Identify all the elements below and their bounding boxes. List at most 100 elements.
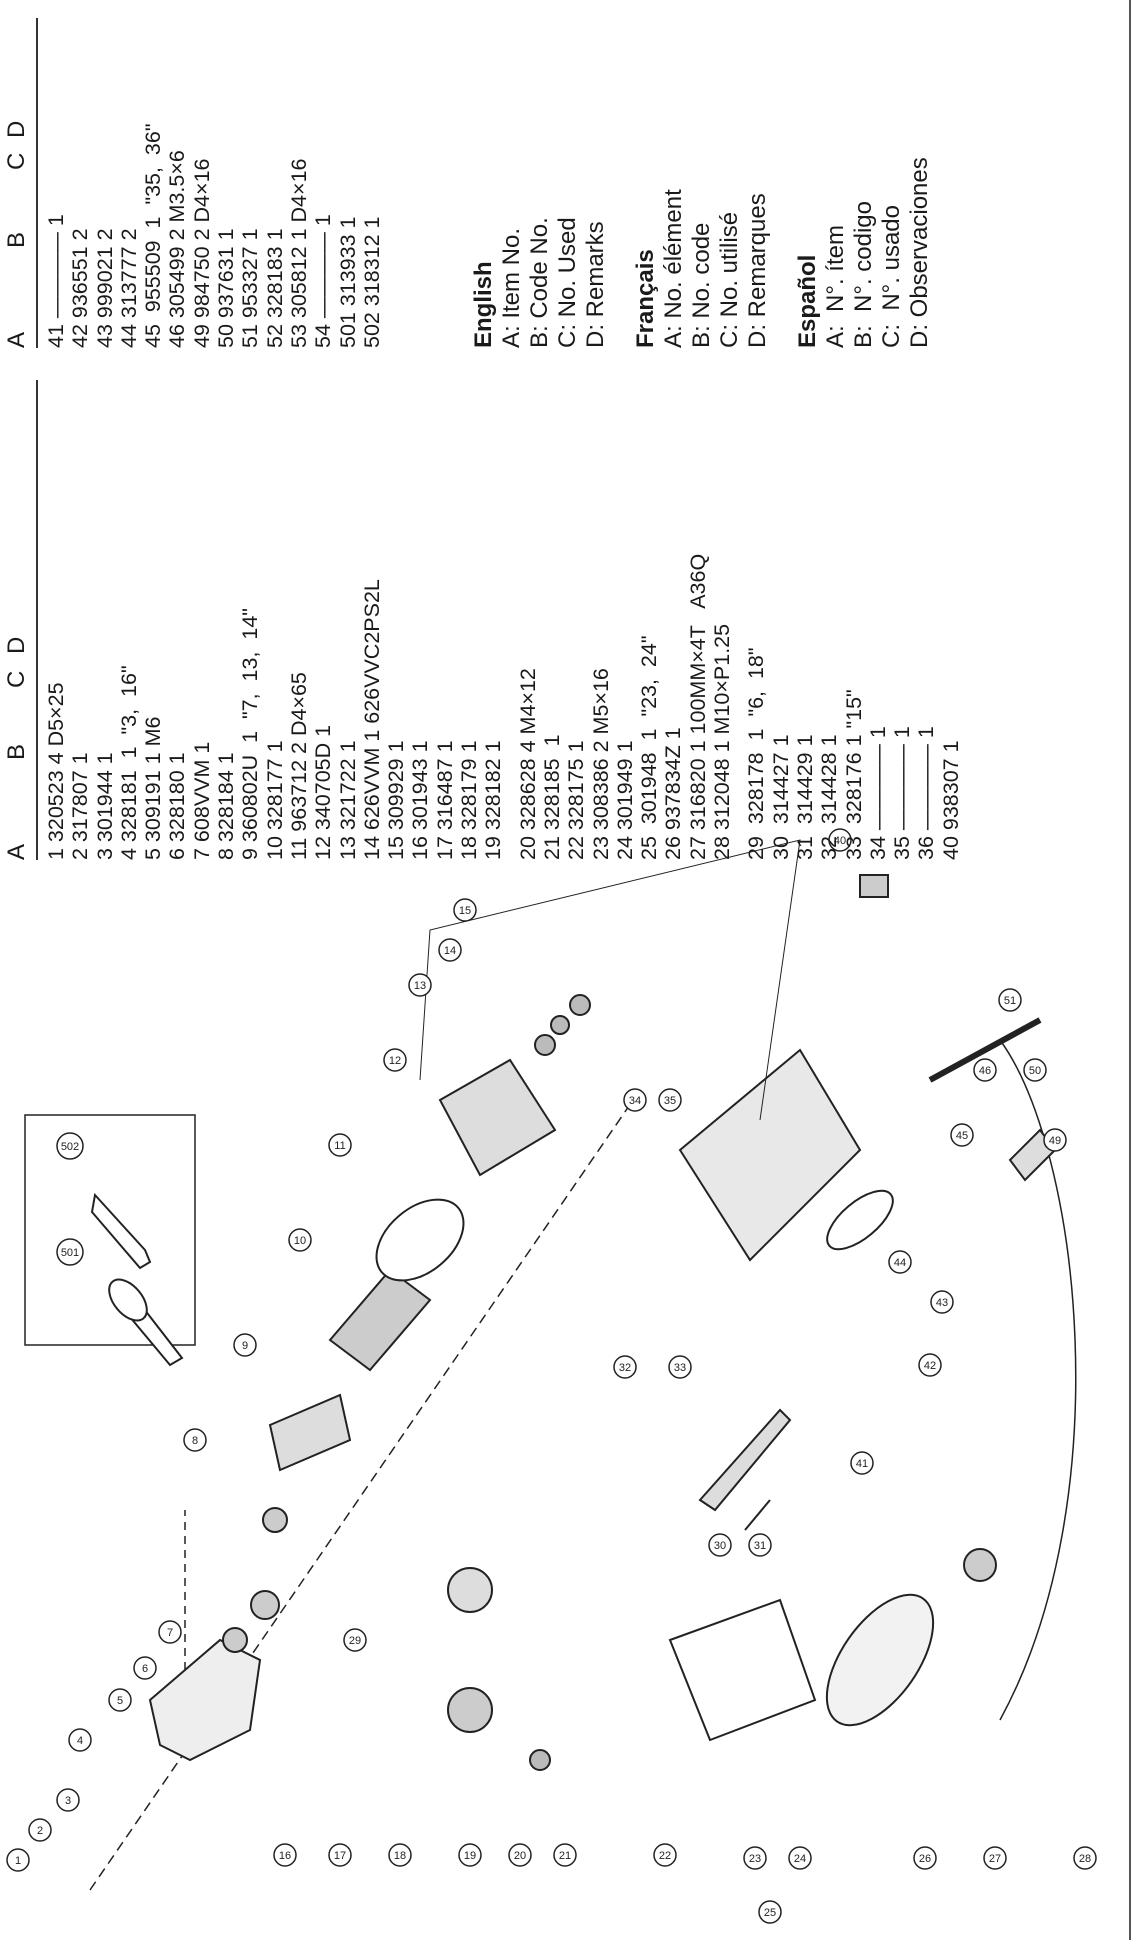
parts-row: 20 328628 4 M4×12 [515,668,540,860]
callout-31: 31 [748,1533,772,1557]
svg-text:17: 17 [334,1850,346,1862]
power-cord-shape [999,1039,1077,1721]
svg-text:30: 30 [714,1540,726,1552]
callout-30: 30 [708,1533,732,1557]
legend-line: C: N°. usado [878,205,905,348]
parts-row: 2 317807 1 [68,752,93,860]
header-b: B [3,743,30,760]
svg-text:35: 35 [664,1095,676,1107]
callout-43: 43 [930,1290,954,1314]
table-header: A B C D [0,380,34,860]
legend-line: D: Remarques [744,193,771,348]
parts-row: 501 313933 1 [335,216,360,348]
callout-29: 29 [343,1628,367,1652]
parts-row: 41 ———— 1 [44,214,68,348]
svg-text:1: 1 [15,1855,21,1867]
parts-row: 42 936551 2 [68,228,93,348]
callout-40: 40 [828,828,852,852]
parts-row: 34 ———— 1 [865,726,890,860]
motor-housing-shape [678,1048,862,1262]
svg-text:26: 26 [919,1853,931,1865]
parts-row: 33 328176 1 "15" [841,689,866,860]
parts-row: 15 309929 1 [384,740,409,860]
parts-row: 21 328185 1 [539,734,564,860]
svg-text:24: 24 [794,1853,806,1865]
parts-row: 26 937834Z 1 [661,727,686,860]
callout-23: 23 [743,1846,767,1870]
parts-row: 3 301944 1 [92,752,117,860]
switch-lever-shape [698,1408,792,1512]
legend-line: B: No. code [688,222,715,348]
legend-line: B: N°. codigo [850,201,877,348]
parts-row: 19 328182 1 [481,740,506,860]
parts-row: 35 ———— 1 [890,726,915,860]
header-c: C [3,152,30,170]
header-a: A [3,843,30,860]
svg-text:5: 5 [117,1695,123,1707]
callout-501: 501 [56,1238,84,1266]
svg-text:12: 12 [389,1055,401,1067]
header-b: B [3,231,30,248]
svg-text:29: 29 [349,1635,361,1647]
callout-17: 17 [328,1843,352,1867]
legend-line: B: Code No. [526,217,553,348]
callout-49: 49 [1043,1128,1067,1152]
parts-row: 36 ———— 1 [914,726,939,860]
callout-26: 26 [913,1846,937,1870]
svg-text:32: 32 [619,1362,631,1374]
part-callouts: 1 2 3 4 5 6 7 8 9 10 11 12 13 14 15 16 1… [6,828,1097,1924]
grinding-wheel-shape [825,1593,935,1727]
parts-row: 43 999021 2 [92,228,117,348]
callout-28: 28 [1073,1846,1097,1870]
svg-text:501: 501 [61,1247,79,1259]
parts-row: 29 328178 1 "6, 18" [744,647,769,860]
callout-33: 33 [668,1355,692,1379]
svg-text:18: 18 [394,1850,406,1862]
parts-row: 44 313777 2 [116,228,141,348]
callout-16: 16 [273,1843,297,1867]
callout-15: 15 [453,898,477,922]
svg-text:20: 20 [514,1850,526,1862]
parts-row: 45 955509 1 "35, 36" [141,123,166,348]
parts-row: 22 328175 1 [564,740,589,860]
legend-line: D: Observaciones [906,157,933,348]
accessory-box [24,1114,196,1346]
parts-row: 30 314427 1 [768,734,793,860]
callout-24: 24 [788,1846,812,1870]
legend-column: English A: Item No. B: Code No. C: No. U… [470,8,956,348]
parts-row: 10 328177 1 [262,740,287,860]
callout-18: 18 [388,1843,412,1867]
callout-34: 34 [623,1088,647,1112]
svg-text:15: 15 [459,905,471,917]
callout-22: 22 [653,1843,677,1867]
callout-8: 8 [183,1428,207,1452]
svg-text:40: 40 [834,835,846,847]
svg-text:25: 25 [764,1907,776,1919]
svg-text:23: 23 [749,1853,761,1865]
svg-text:21: 21 [559,1850,571,1862]
callout-46: 46 [973,1058,997,1082]
legend-title: English [470,261,497,348]
callout-14: 14 [438,938,462,962]
parts-row: 5 309191 1 M6 [141,716,166,860]
svg-text:13: 13 [414,980,426,992]
legend-line: A: Item No. [498,227,525,348]
svg-text:44: 44 [894,1257,906,1269]
callout-4: 4 [68,1728,92,1752]
parts-row: 49 984750 2 D4×16 [189,158,214,349]
callout-13: 13 [408,973,432,997]
svg-text:502: 502 [61,1141,79,1153]
callout-12: 12 [383,1048,407,1072]
legend-spanish: Español A: N°. ítem B: N°. codigo C: N°.… [794,8,934,348]
callout-502: 502 [56,1132,84,1160]
svg-text:9: 9 [242,1340,248,1352]
callout-44: 44 [888,1250,912,1274]
callout-45: 45 [950,1123,974,1147]
svg-text:42: 42 [924,1360,936,1372]
callout-11: 11 [328,1133,352,1157]
parts-row: 502 318312 1 [359,216,384,348]
